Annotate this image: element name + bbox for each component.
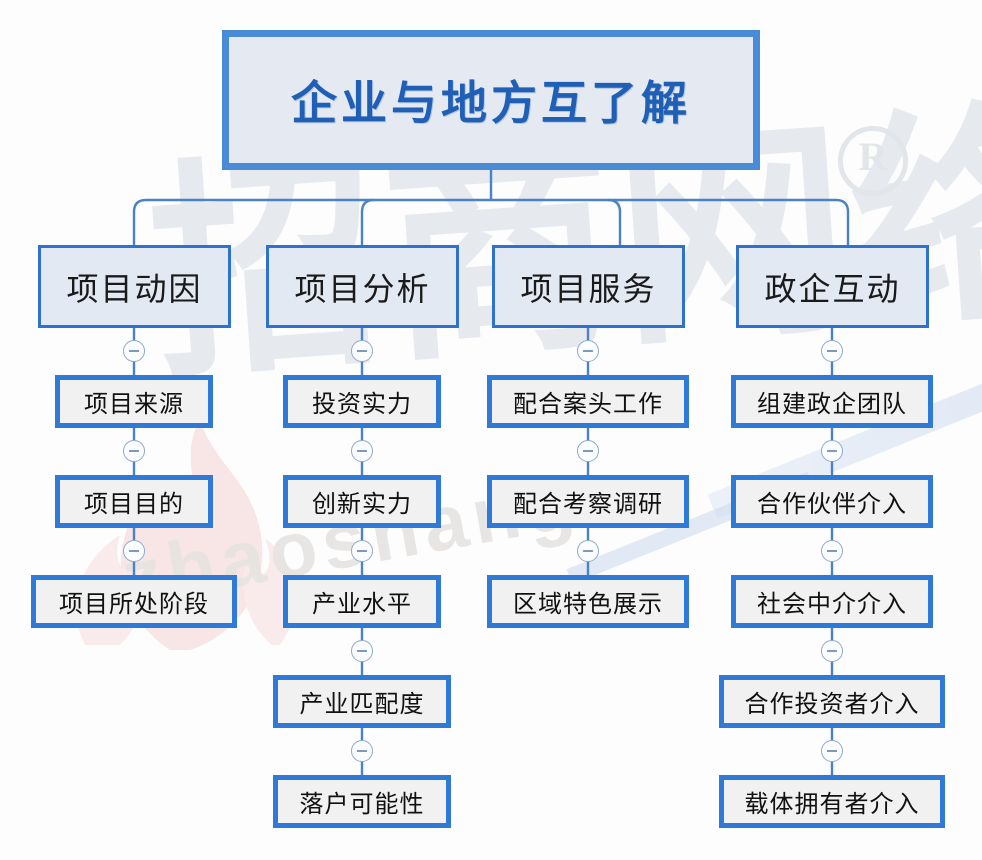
leaf-node-2-2[interactable]: 创新实力 — [283, 475, 441, 528]
leaf-node-3-2[interactable]: 配合考察调研 — [487, 475, 689, 528]
minus-bar — [129, 550, 139, 552]
minus-bar — [129, 350, 139, 352]
minus-bar — [357, 550, 367, 552]
minus-bar — [357, 650, 367, 652]
minus-circle-icon[interactable] — [821, 340, 843, 362]
minus-circle-icon[interactable] — [821, 540, 843, 562]
minus-bar — [827, 650, 837, 652]
minus-circle-icon[interactable] — [123, 340, 145, 362]
minus-bar — [827, 550, 837, 552]
leaf-node-2-1-label: 投资实力 — [312, 391, 412, 418]
minus-bar — [827, 350, 837, 352]
leaf-node-4-3[interactable]: 社会中介介入 — [731, 575, 933, 628]
leaf-node-1-2-label: 项目目的 — [84, 491, 184, 518]
minus-circle-icon[interactable] — [577, 340, 599, 362]
leaf-node-2-5-label: 落户可能性 — [299, 791, 425, 818]
branch-node-4-label: 政企互动 — [764, 270, 901, 307]
minus-circle-icon[interactable] — [821, 740, 843, 762]
minus-circle-icon[interactable] — [821, 440, 843, 462]
leaf-node-3-3-label: 区域特色展示 — [513, 591, 663, 618]
leaf-node-2-3[interactable]: 产业水平 — [283, 575, 441, 628]
leaf-node-4-3-label: 社会中介介入 — [757, 591, 907, 618]
branch-node-2[interactable]: 项目分析 — [266, 245, 459, 328]
leaf-node-2-5[interactable]: 落户可能性 — [273, 775, 451, 828]
branch-node-1[interactable]: 项目动因 — [38, 245, 231, 328]
branch-node-3-label: 项目服务 — [520, 270, 657, 307]
minus-bar — [583, 350, 593, 352]
registered-trademark-icon: R — [838, 126, 908, 196]
leaf-node-2-4[interactable]: 产业匹配度 — [273, 675, 451, 728]
leaf-node-4-4-label: 合作投资者介入 — [744, 691, 920, 718]
root-node[interactable]: 企业与地方互了解 — [222, 30, 760, 170]
leaf-node-2-3-label: 产业水平 — [312, 591, 412, 618]
leaf-node-4-1[interactable]: 组建政企团队 — [731, 375, 933, 428]
root-node-label: 企业与地方互了解 — [291, 77, 691, 129]
minus-circle-icon[interactable] — [577, 540, 599, 562]
leaf-node-1-1-label: 项目来源 — [84, 391, 184, 418]
minus-circle-icon[interactable] — [577, 440, 599, 462]
minus-circle-icon[interactable] — [351, 340, 373, 362]
leaf-node-4-5-label: 载体拥有者介入 — [744, 791, 920, 818]
leaf-node-1-3[interactable]: 项目所处阶段 — [31, 575, 237, 628]
minus-bar — [827, 450, 837, 452]
leaf-node-3-1-label: 配合案头工作 — [513, 391, 663, 418]
leaf-node-2-2-label: 创新实力 — [312, 491, 412, 518]
minus-bar — [357, 350, 367, 352]
branch-node-2-label: 项目分析 — [294, 270, 431, 307]
minus-bar — [357, 450, 367, 452]
leaf-node-4-4[interactable]: 合作投资者介入 — [719, 675, 945, 728]
leaf-node-4-5[interactable]: 载体拥有者介入 — [719, 775, 945, 828]
leaf-node-1-3-label: 项目所处阶段 — [59, 591, 209, 618]
leaf-node-3-3[interactable]: 区域特色展示 — [487, 575, 689, 628]
leaf-node-2-4-label: 产业匹配度 — [299, 691, 425, 718]
leaf-node-2-1[interactable]: 投资实力 — [283, 375, 441, 428]
leaf-node-4-2[interactable]: 合作伙伴介入 — [731, 475, 933, 528]
leaf-node-3-1[interactable]: 配合案头工作 — [487, 375, 689, 428]
minus-bar — [583, 550, 593, 552]
minus-circle-icon[interactable] — [351, 640, 373, 662]
leaf-node-1-2[interactable]: 项目目的 — [55, 475, 213, 528]
leaf-node-1-1[interactable]: 项目来源 — [55, 375, 213, 428]
minus-circle-icon[interactable] — [351, 540, 373, 562]
minus-bar — [827, 750, 837, 752]
minus-circle-icon[interactable] — [351, 440, 373, 462]
leaf-node-4-1-label: 组建政企团队 — [757, 391, 907, 418]
branch-node-3[interactable]: 项目服务 — [492, 245, 685, 328]
branch-node-4[interactable]: 政企互动 — [736, 245, 929, 328]
minus-circle-icon[interactable] — [821, 640, 843, 662]
leaf-node-4-2-label: 合作伙伴介入 — [757, 491, 907, 518]
minus-circle-icon[interactable] — [351, 740, 373, 762]
minus-bar — [357, 750, 367, 752]
branch-node-1-label: 项目动因 — [66, 270, 203, 307]
minus-bar — [129, 450, 139, 452]
minus-circle-icon[interactable] — [123, 440, 145, 462]
leaf-node-3-2-label: 配合考察调研 — [513, 491, 663, 518]
minus-bar — [583, 450, 593, 452]
minus-circle-icon[interactable] — [123, 540, 145, 562]
